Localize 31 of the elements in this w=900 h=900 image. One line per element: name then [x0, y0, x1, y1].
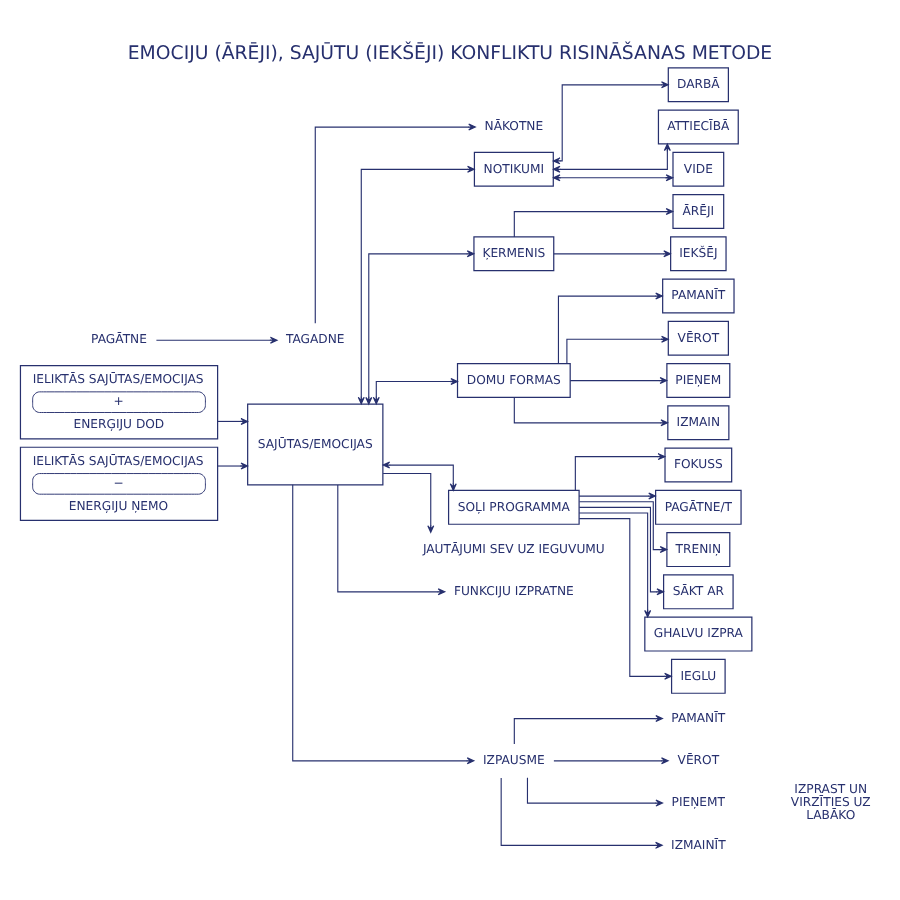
arrow: [557, 291, 663, 364]
arrow: [578, 491, 656, 499]
arrow: [552, 142, 671, 172]
arrow: [500, 776, 663, 848]
diagram-title: EMOCIJU (ĀRĒJI), SAJŪTU (IEKŠĒJI) KONFLIKTU RISINĀŠANAS METODE: [127, 41, 773, 64]
arrow: [372, 377, 459, 404]
arrow: [155, 335, 278, 343]
arrow: [569, 376, 668, 384]
arrow: [578, 511, 652, 617]
arrow: [513, 714, 663, 744]
arrow: [552, 80, 669, 164]
arrow: [574, 452, 666, 490]
arrow: [566, 334, 669, 364]
arrow: [314, 122, 476, 323]
arrow: [552, 173, 674, 181]
arrow: [357, 164, 475, 404]
arrow: [513, 395, 669, 426]
arrow: [365, 249, 475, 404]
arrow: [578, 505, 665, 595]
arrow: [578, 500, 668, 553]
arrow: [337, 483, 446, 595]
arrow: [292, 483, 475, 764]
arrow: [217, 461, 249, 469]
arrow: [217, 416, 249, 424]
arrow: [553, 249, 671, 257]
arrow: [382, 471, 435, 532]
arrow: [578, 517, 672, 679]
arrow: [513, 207, 674, 237]
arrow: [526, 776, 664, 806]
arrow: [382, 460, 457, 490]
arrow: [553, 756, 669, 764]
